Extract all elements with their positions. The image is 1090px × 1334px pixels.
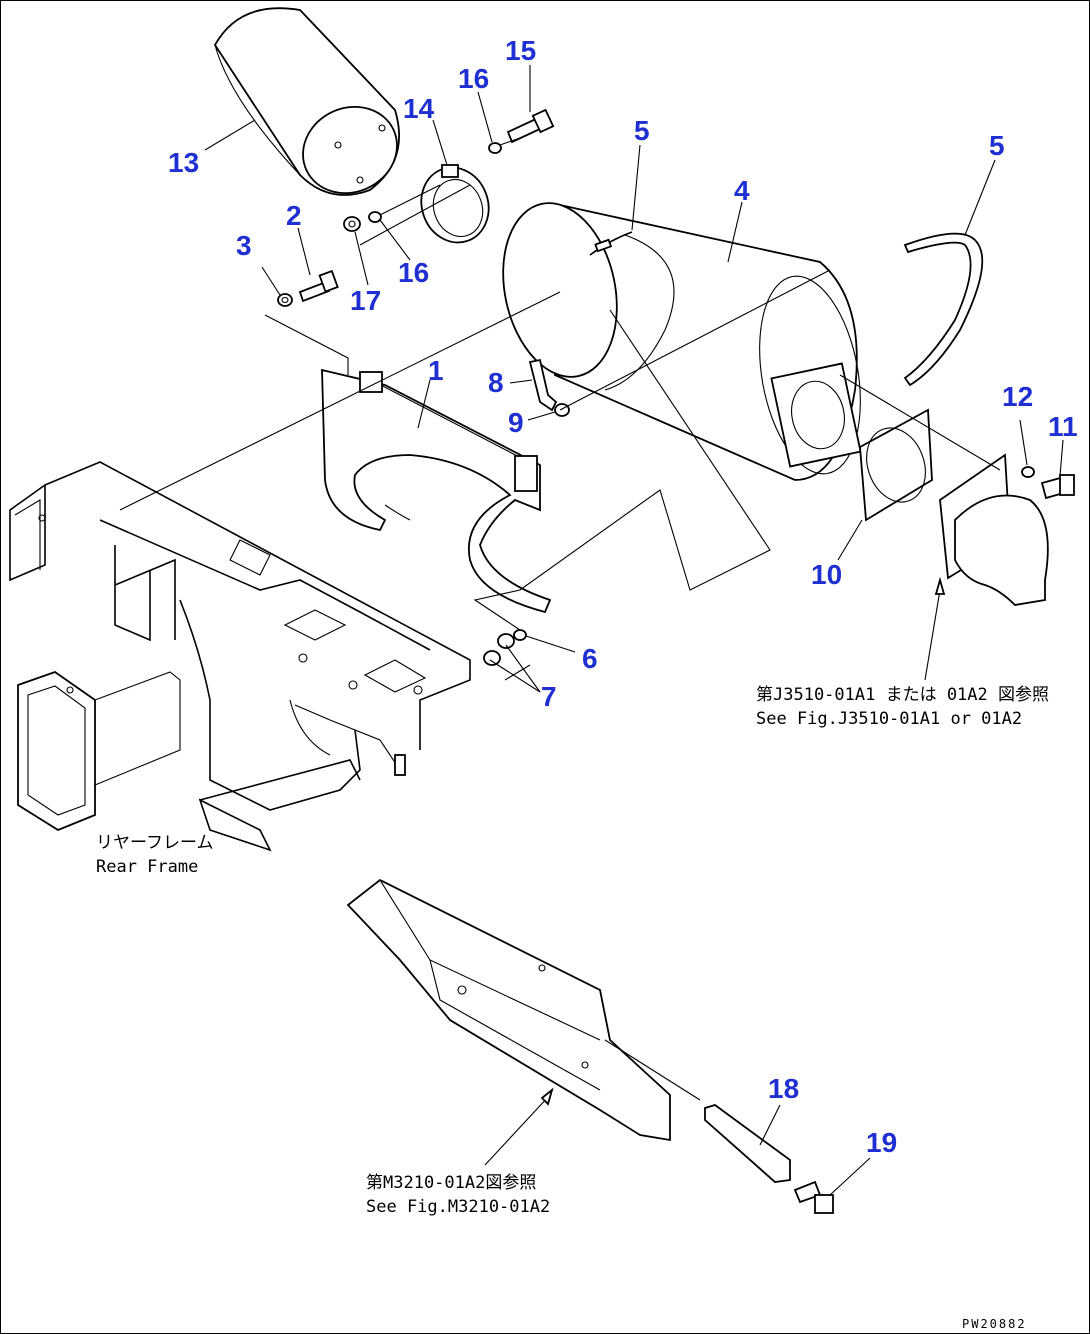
callout-16-lower: 16 [398, 257, 429, 288]
part-11-bolt[interactable] [1040, 474, 1075, 500]
callout-19: 19 [866, 1127, 897, 1158]
callout-16-upper: 16 [458, 63, 489, 94]
part-13-exhaust-pipe[interactable] [213, 7, 411, 208]
callout-6: 6 [582, 643, 598, 674]
callout-18: 18 [768, 1073, 799, 1104]
part-1-bracket[interactable] [321, 368, 552, 614]
part-15-bolt[interactable] [506, 108, 555, 144]
part-5-strap-left[interactable] [589, 231, 633, 256]
note-ref-j3510-en: See Fig.J3510-01A1 or 01A2 [756, 709, 1022, 729]
part-14-clamp[interactable] [411, 158, 499, 252]
part-16-washer-upper[interactable] [488, 142, 502, 154]
part-4-muffler[interactable] [488, 192, 875, 481]
callout-3: 3 [236, 230, 252, 261]
callout-14: 14 [403, 93, 435, 124]
callout-1: 1 [428, 355, 444, 386]
callout-10: 10 [811, 559, 842, 590]
note-rear-frame-jp: リヤーフレーム [96, 833, 213, 853]
part-5-strap-right[interactable] [903, 232, 984, 387]
callout-5-right: 5 [989, 130, 1005, 161]
callout-8: 8 [488, 367, 504, 398]
exhaust-elbow[interactable] [939, 453, 1049, 606]
part-17-nut[interactable] [343, 216, 361, 232]
callouts: 1 2 3 4 5 5 6 7 8 9 10 11 12 13 14 15 16… [168, 35, 1078, 1158]
callout-13: 13 [168, 147, 199, 178]
part-6-washer[interactable] [513, 629, 527, 641]
part-7-nut-b[interactable] [483, 650, 501, 666]
note-ref-j3510-jp: 第J3510-01A1 または 01A2 図参照 [756, 685, 1049, 705]
callout-15: 15 [505, 35, 536, 66]
callout-4: 4 [734, 175, 750, 206]
callout-7: 7 [541, 681, 557, 712]
note-ref-m3210-jp: 第M3210-01A2図参照 [366, 1173, 536, 1193]
note-rear-frame-en: Rear Frame [96, 857, 198, 877]
part-10-gasket[interactable] [857, 408, 936, 522]
drawing-code: PW20882 [962, 1317, 1027, 1331]
rear-frame [9, 461, 471, 852]
part-18-stay[interactable] [704, 1104, 791, 1183]
part-7-nut-a[interactable] [497, 633, 515, 649]
part-2-bolt[interactable] [298, 269, 339, 303]
callout-2: 2 [286, 200, 302, 231]
part-9-bolt[interactable] [554, 403, 570, 417]
reference-notes: 第J3510-01A1 または 01A2 図参照 See Fig.J3510-0… [96, 685, 1049, 1217]
part-19-bolt[interactable] [793, 1180, 834, 1214]
part-3-washer[interactable] [277, 293, 293, 307]
callout-5-left: 5 [634, 115, 650, 146]
callout-12: 12 [1002, 381, 1033, 412]
lower-cover-panel [346, 878, 671, 1142]
part-12-washer[interactable] [1021, 466, 1035, 478]
callout-17: 17 [350, 285, 381, 316]
assembly-lines [119, 137, 1001, 1101]
part-16-washer-lower[interactable] [368, 211, 382, 223]
note-ref-m3210-en: See Fig.M3210-01A2 [366, 1197, 550, 1217]
leader-lines [204, 65, 1064, 1196]
callout-11: 11 [1048, 411, 1078, 442]
callout-9: 9 [508, 407, 524, 438]
part-8-bracket[interactable] [528, 358, 558, 412]
